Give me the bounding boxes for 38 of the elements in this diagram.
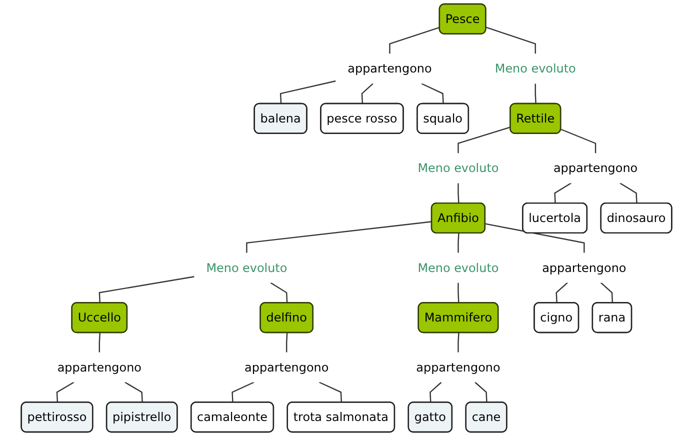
connector xyxy=(318,382,342,403)
connector xyxy=(421,83,444,104)
connector xyxy=(98,276,194,304)
connector xyxy=(486,26,536,54)
node-text: appartengono xyxy=(57,360,142,374)
connector xyxy=(124,382,143,403)
connector xyxy=(246,221,432,253)
node-text: appartengono xyxy=(244,360,329,374)
connector xyxy=(458,332,460,352)
connector xyxy=(56,382,74,403)
connector xyxy=(286,332,288,352)
connector xyxy=(620,182,638,204)
connector xyxy=(458,126,511,154)
connector xyxy=(554,182,572,204)
connector xyxy=(534,84,536,104)
connector xyxy=(270,282,288,304)
node-text: appartengono xyxy=(416,360,500,374)
connector xyxy=(98,332,100,352)
connector xyxy=(232,382,254,403)
connector xyxy=(458,233,460,253)
connector xyxy=(556,282,568,304)
connector xyxy=(458,282,460,304)
node-text: appartengono xyxy=(542,260,626,275)
connector xyxy=(485,223,585,253)
node-text: appartengono xyxy=(553,161,638,176)
node-text: Meno evoluto xyxy=(206,260,288,275)
node-text: Meno evoluto xyxy=(418,161,499,176)
connector xyxy=(280,80,336,104)
node-text: appartengono xyxy=(348,62,432,76)
connector xyxy=(458,183,460,204)
connector xyxy=(600,282,614,304)
node-text: Meno evoluto xyxy=(494,62,576,76)
connector xyxy=(389,26,440,54)
connector xyxy=(361,83,374,104)
node-text: Meno evoluto xyxy=(418,260,499,275)
connector xyxy=(430,382,442,403)
connector xyxy=(560,128,596,154)
connector xyxy=(474,382,488,403)
